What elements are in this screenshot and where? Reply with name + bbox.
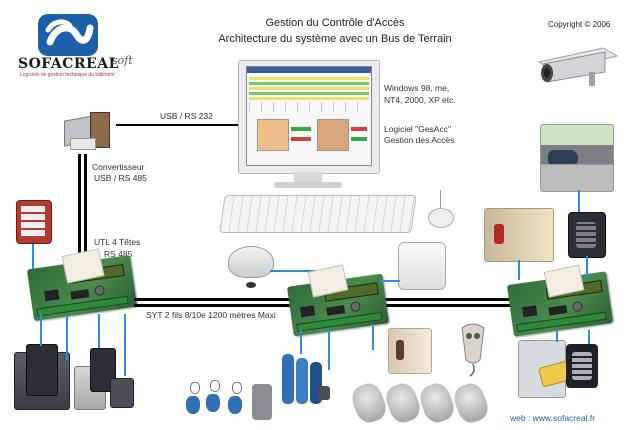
wire-left-readers-1: [40, 314, 42, 346]
wire-readers-right-2: [588, 330, 590, 344]
key-fob-3: [228, 396, 242, 414]
copyright: Copyright © 2006: [548, 20, 611, 29]
remote-keychain: [318, 386, 330, 400]
keyboard-icon: [219, 195, 417, 233]
wire-bottom-mid-1: [300, 330, 302, 354]
mouse-cable: [440, 190, 441, 208]
badge-tag-icon: [246, 282, 256, 288]
os-label-2: NT4, 2000, XP etc.: [384, 95, 456, 105]
remote-grey-4: [450, 380, 492, 426]
remote-grey-2: [382, 380, 424, 426]
wire-left-readers-4: [124, 314, 126, 376]
bus-vertical-left: [78, 154, 81, 262]
door-lock-icon: [494, 224, 504, 244]
remote-grey-3: [416, 380, 458, 426]
keypad-reader-keys: [576, 222, 596, 248]
logo-brand-suffix: soft: [112, 54, 133, 67]
wire-left-readers-2: [66, 316, 68, 360]
reader-panel-left-2: [26, 344, 58, 396]
logo-tagline: Logiciels de gestion technique du bâtime…: [20, 72, 115, 78]
bus-spec-label: SYT 2 fils 8/10e 1200 mètres Maxi: [144, 310, 278, 321]
wire-left-readers-3: [98, 314, 100, 348]
bus-vertical-right: [84, 154, 87, 262]
card-reader-icon: [398, 242, 446, 290]
website-label: web : www.sofacreal.fr: [510, 413, 596, 423]
remote-gray: [252, 384, 272, 420]
os-label-1: Windows 98, me,: [384, 83, 450, 93]
wire-door: [372, 326, 374, 350]
wire-reader-mid: [270, 270, 330, 272]
logo-swirl-icon: [38, 14, 98, 56]
wire-readers-right: [556, 330, 558, 342]
key-fob-ring-3: [232, 382, 242, 394]
computer-monitor-icon: [238, 60, 380, 190]
usb-rs232-label: USB / RS 232: [160, 111, 213, 121]
mouse-icon: [428, 208, 454, 228]
key-fob-ring-2: [210, 380, 220, 392]
key-fob-2: [206, 394, 220, 412]
monitor-screen: [246, 66, 372, 166]
logo-brand: SOFACREAL: [18, 56, 119, 72]
key-fob-ring-1: [190, 382, 200, 394]
converter-icon: [60, 108, 116, 154]
door-handle-icon: [396, 340, 404, 360]
wire-reader-right: [380, 280, 400, 282]
door-reader-icon: [388, 328, 432, 374]
key-fob-1: [186, 396, 200, 414]
remote-multi-2: [296, 358, 308, 404]
remote-grey-1: [348, 380, 390, 426]
keypad-icon: [16, 200, 52, 244]
proximity-reader-icon: [228, 246, 274, 278]
converter-label-2: USB / RS 485: [94, 173, 147, 183]
wire-keypad-right: [586, 256, 588, 278]
camera-icon: [537, 47, 619, 86]
gate-car-icon: [548, 150, 578, 164]
wire-door-right: [518, 260, 520, 280]
title-line-1: Gestion du Contrôle d'Accès: [265, 17, 405, 29]
wire-bottom-mid-2: [328, 330, 330, 370]
converter-label-1: Convertisseur: [92, 162, 145, 172]
wire-keypad: [32, 244, 34, 284]
reader-panel-small: [110, 378, 134, 408]
utl-label-1: UTL 4 Têtes: [94, 237, 141, 247]
remote-fob-icon: [461, 323, 485, 377]
software-label-1: Logiciel "GesAcc": [384, 124, 451, 134]
numeric-keypad-keys: [572, 352, 592, 380]
usb-link: [116, 124, 238, 126]
software-label-2: Gestion des Accès: [384, 135, 455, 145]
wire-gate: [578, 190, 580, 212]
remote-multi-1: [282, 354, 294, 404]
utl-label-2: RS 485: [104, 249, 133, 259]
logo: SOFACREAL soft Logiciels de gestion tech…: [8, 8, 158, 78]
title-line-2: Architecture du système avec un Bus de T…: [218, 33, 452, 45]
